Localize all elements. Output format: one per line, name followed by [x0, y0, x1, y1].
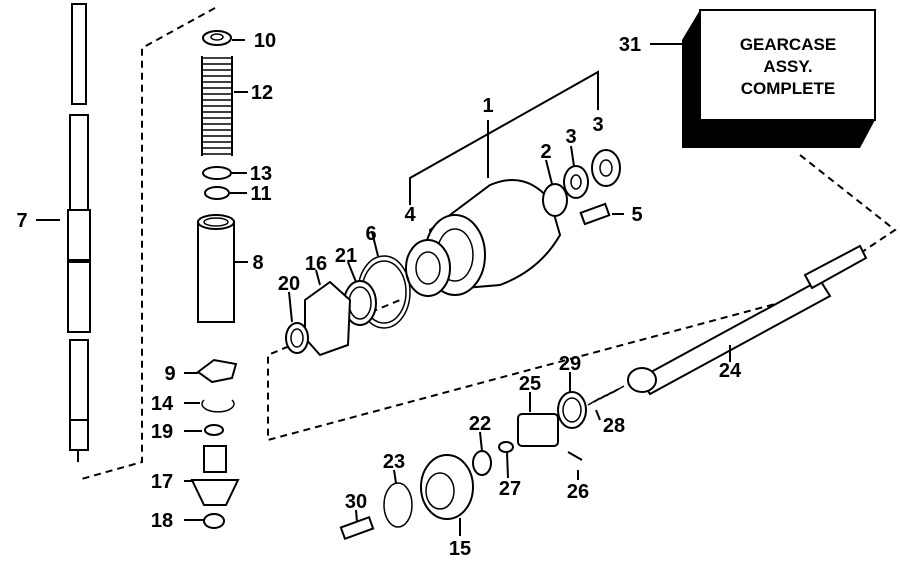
part-26-pin [567, 451, 583, 461]
callout-29: 29 [559, 353, 581, 375]
callout-18: 18 [151, 510, 173, 532]
part-12-spring [201, 56, 233, 156]
part-16-gear [304, 280, 352, 357]
part-15-gear [420, 454, 474, 520]
callout-7: 7 [16, 210, 27, 232]
part-11-ring [204, 186, 230, 200]
part-1-bearing-housing [424, 179, 562, 296]
callout-28: 28 [603, 415, 625, 437]
callout-17: 17 [151, 471, 173, 493]
part-3-seal-b [591, 149, 621, 187]
callout-10: 10 [254, 30, 276, 52]
part-20-washer [285, 322, 309, 354]
part-28-spring [587, 385, 625, 406]
part-5-screw [579, 202, 611, 226]
part-19-washer [204, 424, 224, 436]
callout-numbers: 1 2 3 3 4 5 6 7 8 9 10 11 12 13 14 15 16… [16, 30, 742, 560]
part-18-nut [203, 513, 225, 529]
callout-11: 11 [250, 183, 271, 205]
callout-6: 6 [365, 223, 376, 245]
callout-13: 13 [250, 163, 272, 185]
part-13-ring [202, 166, 232, 180]
callout-3b: 3 [592, 114, 603, 136]
part-22-washer [472, 450, 492, 476]
callout-27: 27 [499, 478, 521, 500]
part-24-propeller-shaft [627, 244, 868, 396]
part-8-tube [197, 214, 235, 323]
callout-9: 9 [164, 363, 175, 385]
part-9-retainer [196, 358, 238, 384]
part-30-shaft [339, 515, 375, 541]
callout-14: 14 [151, 393, 174, 415]
callout-leader-lines [36, 39, 731, 536]
callout-26: 26 [567, 481, 589, 503]
callout-5: 5 [631, 204, 642, 226]
callout-21: 21 [335, 245, 357, 267]
callout-19: 19 [151, 421, 173, 443]
callout-15: 15 [449, 538, 471, 560]
callout-16: 16 [305, 253, 327, 275]
callout-3a: 3 [565, 126, 576, 148]
part-14-snap-ring [201, 399, 235, 413]
part-25-clutch-dog [517, 413, 559, 447]
callout-12: 12 [251, 82, 273, 104]
part-23-shim [383, 482, 413, 528]
callout-8: 8 [252, 252, 263, 274]
part-10-washer [202, 30, 232, 46]
callout-20: 20 [278, 273, 300, 295]
callout-31: 31 [619, 34, 641, 56]
callout-24: 24 [719, 360, 742, 382]
callout-30: 30 [345, 491, 367, 513]
callout-1: 1 [482, 95, 493, 117]
callout-22: 22 [469, 413, 491, 435]
callout-23: 23 [383, 451, 405, 473]
part-2-bearing [542, 183, 568, 217]
part-4-bearing [405, 239, 451, 297]
box-line-1: GEARCASE [740, 35, 836, 54]
box-line-3: COMPLETE [741, 79, 835, 98]
gearcase-assy-box: GEARCASE ASSY. COMPLETE [682, 9, 876, 148]
callout-2: 2 [540, 141, 551, 163]
part-17-pinion [190, 445, 240, 506]
drive-shaft [67, 3, 91, 462]
part-29-ring [557, 391, 587, 429]
callout-4: 4 [404, 204, 416, 226]
part-27-pin [498, 441, 514, 453]
callout-25: 25 [519, 373, 541, 395]
box-line-2: ASSY. [763, 57, 812, 76]
dashed-group-lines [77, 7, 897, 481]
part-3-seal-a [563, 165, 589, 199]
bracket-1-4-3 [409, 70, 599, 205]
